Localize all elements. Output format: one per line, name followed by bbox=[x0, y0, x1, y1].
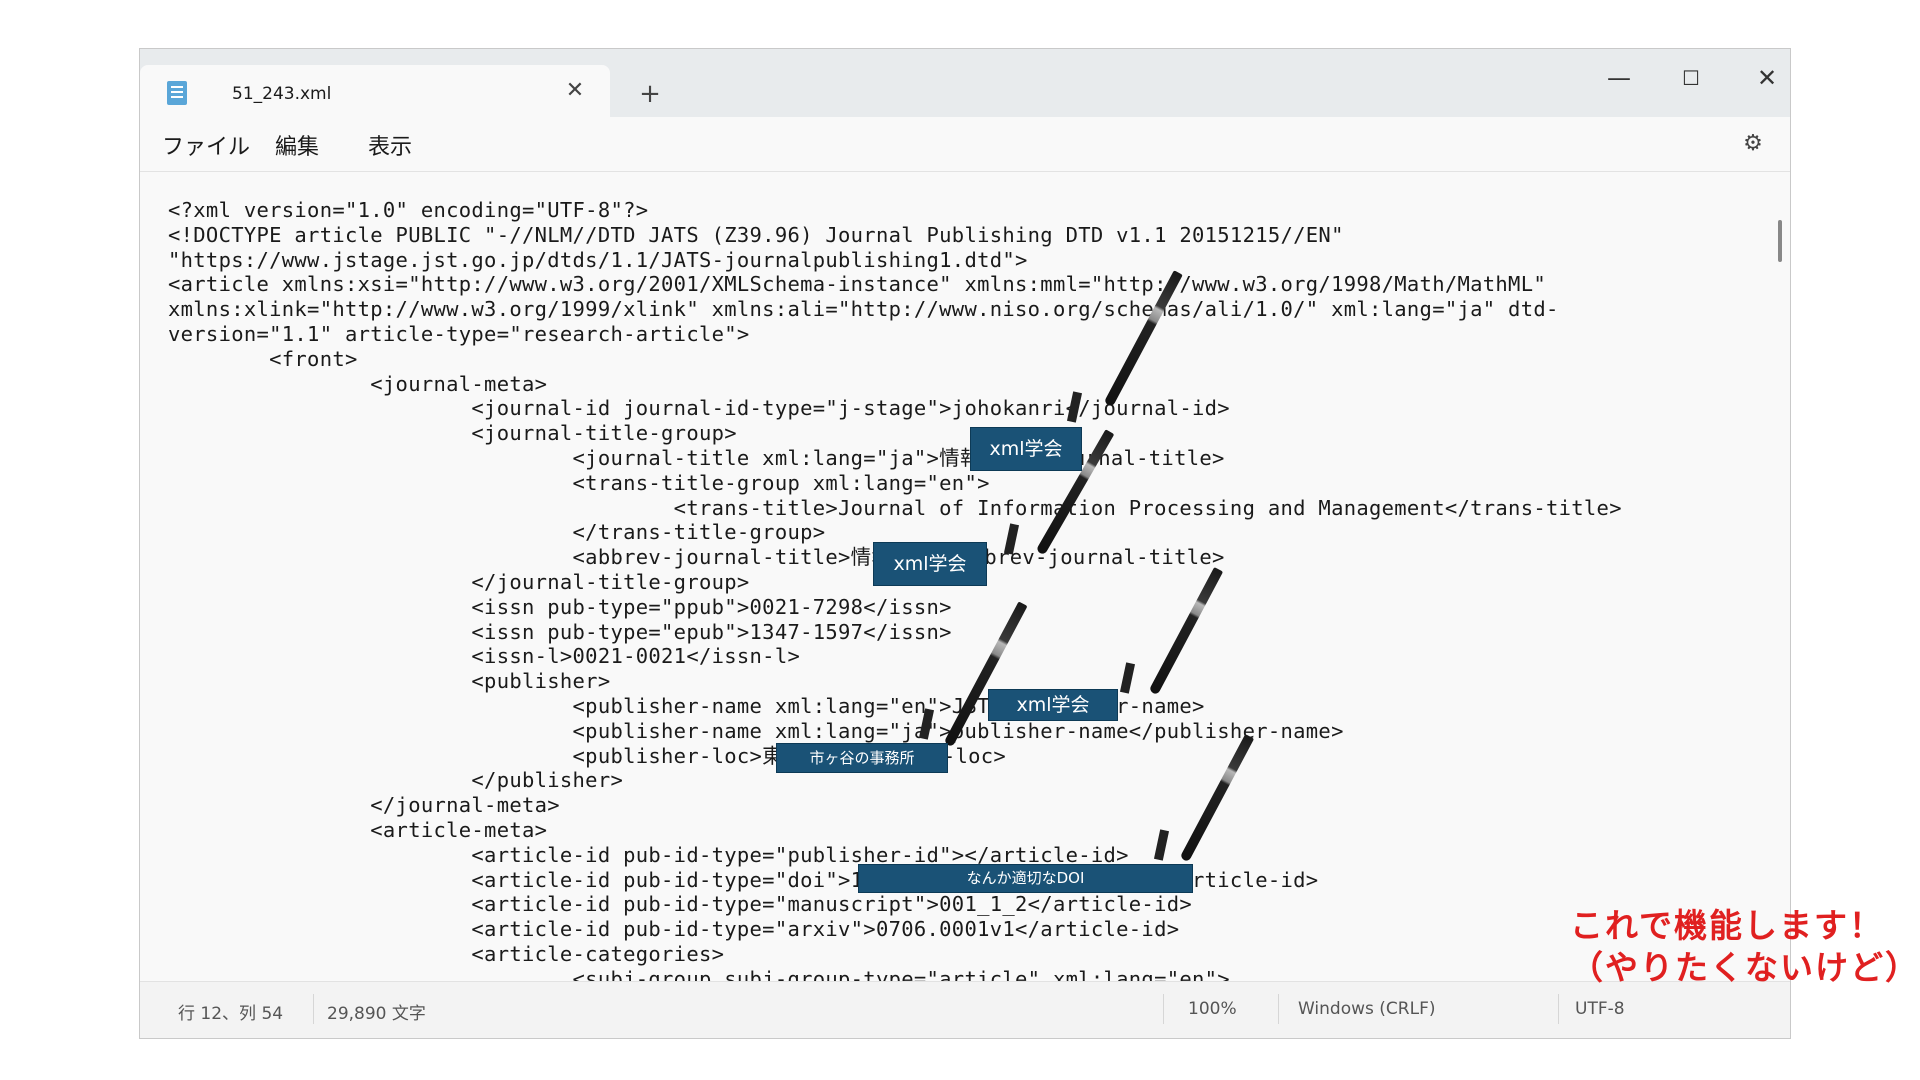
code-line[interactable]: <article-id pub-id-type="arxiv">0706.000… bbox=[168, 917, 1180, 942]
annotation-box-abbrev-title: xml学会 bbox=[873, 542, 987, 586]
code-line[interactable]: <journal-meta> bbox=[168, 371, 548, 396]
code-line[interactable]: <issn pub-type="epub">1347-1597</issn> bbox=[168, 619, 952, 644]
code-line[interactable]: <issn-l>0021-0021</issn-l> bbox=[168, 644, 801, 669]
code-line[interactable]: <!DOCTYPE article PUBLIC "-//NLM//DTD JA… bbox=[168, 222, 1344, 247]
maximize-button[interactable]: ☐ bbox=[1682, 66, 1700, 90]
status-divider bbox=[313, 994, 314, 1024]
encoding[interactable]: UTF-8 bbox=[1575, 999, 1625, 1019]
code-line[interactable]: <publisher-name xml:lang="ja">publisher-… bbox=[168, 718, 1344, 743]
zoom-level[interactable]: 100% bbox=[1188, 999, 1237, 1019]
close-button[interactable]: ✕ bbox=[1756, 64, 1778, 92]
notepad-icon bbox=[167, 81, 187, 105]
code-line[interactable]: <article-meta> bbox=[168, 817, 548, 842]
minimize-button[interactable]: — bbox=[1607, 64, 1631, 92]
code-line[interactable]: <publisher-name xml:lang="en">JST</publi… bbox=[168, 693, 1205, 718]
menu-bar: ファイル 編集 表示 ⚙ bbox=[140, 117, 1790, 172]
menu-view[interactable]: 表示 bbox=[368, 135, 413, 160]
code-line[interactable]: "https://www.jstage.jst.go.jp/dtds/1.1/J… bbox=[168, 247, 1028, 272]
status-divider bbox=[1163, 994, 1164, 1024]
title-bar: 51_243.xml ✕ + — ☐ ✕ bbox=[140, 49, 1790, 117]
code-line[interactable]: </publisher> bbox=[168, 768, 624, 793]
code-line[interactable]: <journal-title-group> bbox=[168, 421, 737, 446]
code-line[interactable]: <trans-title>Journal of Information Proc… bbox=[168, 495, 1622, 520]
code-line[interactable]: <issn pub-type="ppub">0021-7298</issn> bbox=[168, 594, 952, 619]
xml-text-content[interactable]: <?xml version="1.0" encoding="UTF-8"?><!… bbox=[168, 198, 1622, 982]
vertical-scrollbar[interactable] bbox=[1778, 220, 1782, 262]
code-line[interactable]: <publisher> bbox=[168, 669, 611, 694]
code-line[interactable]: <journal-title xml:lang="ja">情報管理</journ… bbox=[168, 445, 1225, 470]
code-line[interactable]: </journal-meta> bbox=[168, 793, 560, 818]
annotation-box-doi: なんか適切なDOI bbox=[858, 864, 1193, 893]
code-line[interactable]: xmlns:xlink="http://www.w3.org/1999/xlin… bbox=[168, 297, 1559, 322]
cursor-position: 行 12、列 54 bbox=[178, 1004, 284, 1024]
tab-close-icon[interactable]: ✕ bbox=[565, 78, 585, 103]
annotation-box-journal-title: xml学会 bbox=[970, 427, 1082, 471]
tab-title: 51_243.xml bbox=[232, 84, 332, 104]
menu-file[interactable]: ファイル bbox=[162, 135, 251, 160]
status-divider bbox=[1558, 994, 1559, 1024]
menu-edit[interactable]: 編集 bbox=[275, 135, 320, 160]
annotation-box-publisher-name: xml学会 bbox=[988, 689, 1118, 721]
settings-gear-icon[interactable]: ⚙ bbox=[1743, 131, 1763, 156]
status-divider bbox=[1278, 994, 1279, 1024]
code-line[interactable]: <article-id pub-id-type="manuscript">001… bbox=[168, 892, 1193, 917]
character-count: 29,890 文字 bbox=[327, 1004, 426, 1024]
code-line[interactable]: </journal-title-group> bbox=[168, 569, 750, 594]
line-ending[interactable]: Windows (CRLF) bbox=[1298, 999, 1436, 1019]
file-tab[interactable]: 51_243.xml ✕ bbox=[140, 65, 610, 117]
code-line[interactable]: <article-categories> bbox=[168, 941, 725, 966]
code-line[interactable]: <journal-id journal-id-type="j-stage">jo… bbox=[168, 396, 1230, 421]
code-line[interactable]: <?xml version="1.0" encoding="UTF-8"?> bbox=[168, 198, 649, 222]
code-line[interactable]: <article xmlns:xsi="http://www.w3.org/20… bbox=[168, 272, 1546, 297]
code-line[interactable]: <article-id pub-id-type="publisher-id"><… bbox=[168, 842, 1129, 867]
code-line[interactable]: <trans-title-group xml:lang="en"> bbox=[168, 470, 990, 495]
code-line[interactable]: version="1.1" article-type="research-art… bbox=[168, 321, 750, 346]
new-tab-button[interactable]: + bbox=[639, 79, 661, 109]
code-line[interactable]: <subj-group subj-group-type="article" xm… bbox=[168, 966, 1230, 982]
code-line[interactable]: </trans-title-group> bbox=[168, 520, 826, 545]
annotation-box-publisher-loc: 市ヶ谷の事務所 bbox=[776, 743, 948, 773]
red-note-text: これで機能します！ （やりたくないけど） bbox=[1570, 906, 1920, 987]
code-line[interactable]: <front> bbox=[168, 346, 358, 371]
status-bar: 行 12、列 54 29,890 文字 100% Windows (CRLF) … bbox=[140, 981, 1790, 1038]
